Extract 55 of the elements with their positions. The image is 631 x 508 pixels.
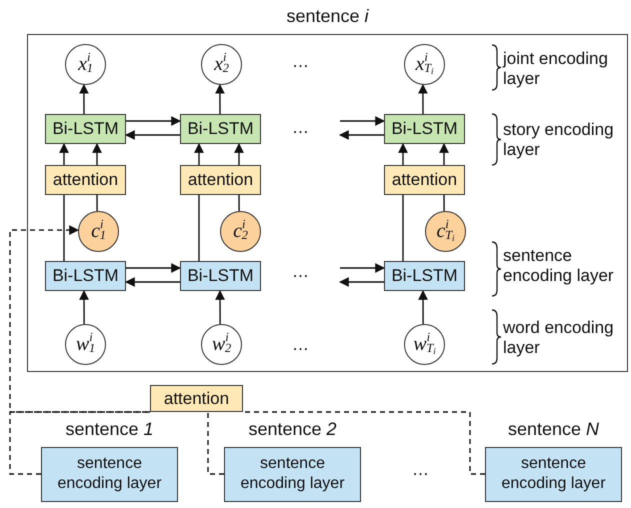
layer-label: joint encoding layer [503, 49, 609, 90]
attention-box: attention [150, 385, 243, 412]
heading: sentence N [506, 419, 600, 440]
line [238, 195, 240, 211]
arrow [194, 143, 204, 165]
sentence-bilstm-box: Bi-LSTM [384, 261, 465, 291]
arrow [439, 143, 449, 165]
layer-label: sentence encoding layer [503, 246, 615, 287]
arrow [398, 143, 408, 165]
layer-label: word encoding layer [503, 318, 615, 359]
story-bilstm-box: Bi-LSTM [384, 114, 465, 144]
arrow [339, 277, 384, 287]
box-text: sentence encoding layer [500, 454, 607, 494]
arrow [125, 130, 180, 140]
arrow [215, 290, 225, 324]
line [198, 195, 200, 261]
sentence-bilstm-box: Bi-LSTM [180, 261, 261, 291]
attention-box: attention [180, 165, 261, 195]
arrow [126, 116, 181, 126]
box-text: sentence encoding layer [56, 454, 163, 494]
layer-label: story encoding layer [503, 120, 615, 161]
heading: sentence 2 [247, 419, 338, 440]
arrow [234, 143, 244, 165]
line [96, 195, 98, 211]
attention-box: attention [45, 165, 126, 195]
arrow [126, 263, 181, 273]
story-bilstm-box: Bi-LSTM [180, 114, 261, 144]
arrow [79, 84, 89, 114]
arrow [340, 116, 385, 126]
sentence-bilstm-box: Bi-LSTM [45, 261, 126, 291]
dashed-connector [243, 411, 485, 475]
arrow [59, 143, 69, 165]
arrow [418, 84, 428, 114]
attention-box: attention [384, 165, 465, 195]
arrow [339, 130, 384, 140]
arrow [215, 84, 225, 114]
line [443, 195, 445, 211]
line [402, 195, 404, 261]
heading: sentence i [285, 6, 370, 27]
arrow [92, 143, 102, 165]
arrow [340, 263, 385, 273]
arrow [418, 290, 428, 324]
dashed-connector [9, 225, 150, 413]
dashed-connector [207, 412, 224, 475]
story-bilstm-box: Bi-LSTM [45, 114, 126, 144]
box-text: sentence encoding layer [239, 454, 346, 494]
heading: sentence 1 [64, 419, 155, 440]
arrow [125, 277, 180, 287]
ellipsis: … [292, 52, 309, 72]
arrow [79, 290, 89, 324]
ellipsis: … [292, 118, 309, 138]
ellipsis: … [412, 460, 429, 480]
ellipsis: … [292, 335, 309, 356]
ellipsis: … [292, 262, 309, 282]
line [63, 195, 65, 261]
